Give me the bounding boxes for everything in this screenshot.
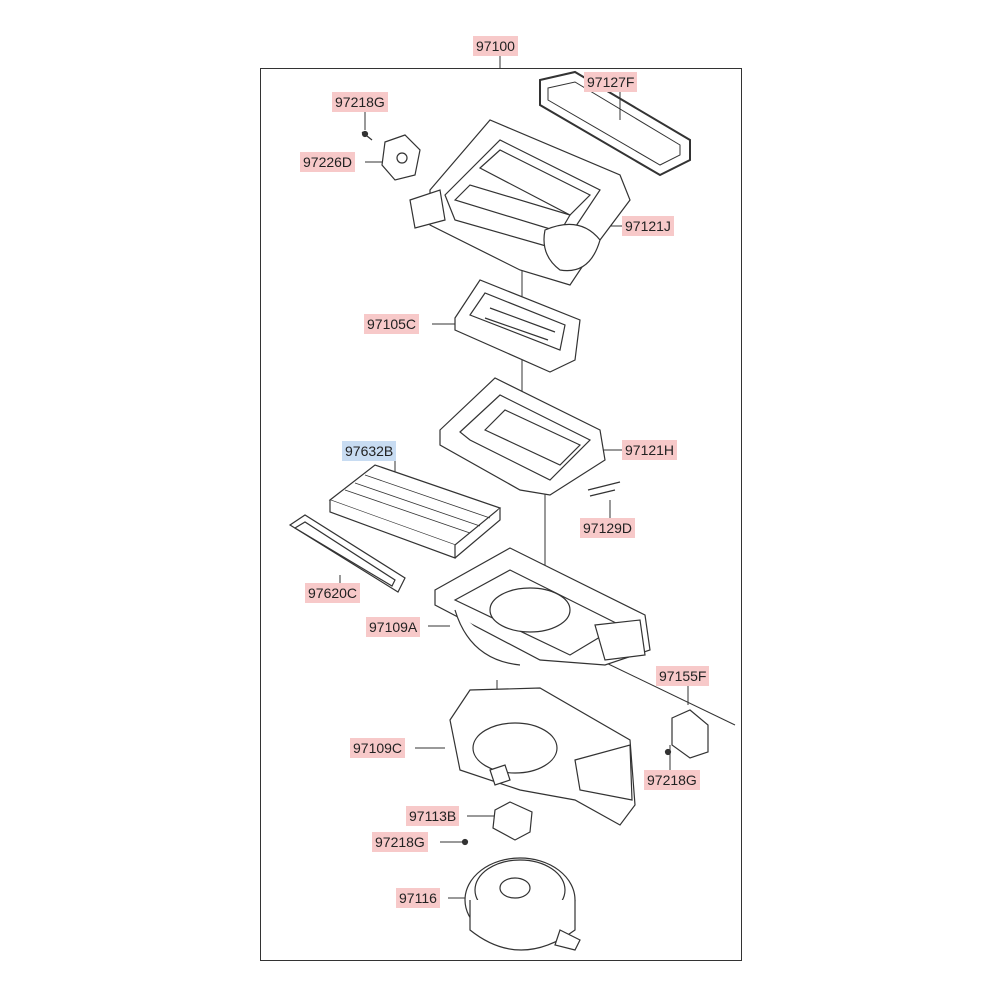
part-label-97109A: 97109A (366, 617, 421, 637)
part-label-97632B: 97632B (342, 441, 397, 461)
part-label-97218G: 97218G (332, 92, 388, 112)
gasket-97127F (539, 70, 691, 177)
intake-case-97121J (409, 119, 631, 286)
resistor-97155F (664, 709, 709, 759)
part-label-97218G: 97218G (372, 832, 428, 852)
part-label-97218G: 97218G (644, 770, 700, 790)
part-label-97105C: 97105C (364, 314, 420, 334)
part-label-97121H: 97121H (622, 440, 678, 460)
part-label-97127F: 97127F (584, 72, 638, 92)
filter-housing-97121H (439, 377, 621, 497)
part-label-97226D: 97226D (300, 152, 356, 172)
blower-motor-97116 (464, 857, 581, 951)
door-97105C (454, 279, 581, 373)
actuator-97226D (361, 130, 421, 181)
part-label-97116: 97116 (396, 888, 440, 908)
blower-case-97109C (449, 687, 636, 826)
part-label-97620C: 97620C (305, 583, 361, 603)
cabin-filter-97632B (328, 464, 502, 559)
assembly-frame (260, 68, 742, 961)
part-label-97121J: 97121J (622, 216, 674, 236)
part-label-97129D: 97129D (580, 518, 636, 538)
actuator-97113B (461, 801, 533, 846)
filter-cover-97620C (288, 514, 406, 593)
axis-line-4 (599, 659, 736, 726)
blower-case-97109A (434, 547, 651, 666)
part-label-97109C: 97109C (350, 738, 406, 758)
part-label-97155F: 97155F (656, 666, 710, 686)
part-label-97113B: 97113B (406, 806, 460, 826)
assembly-number-label: 97100 (473, 36, 518, 56)
